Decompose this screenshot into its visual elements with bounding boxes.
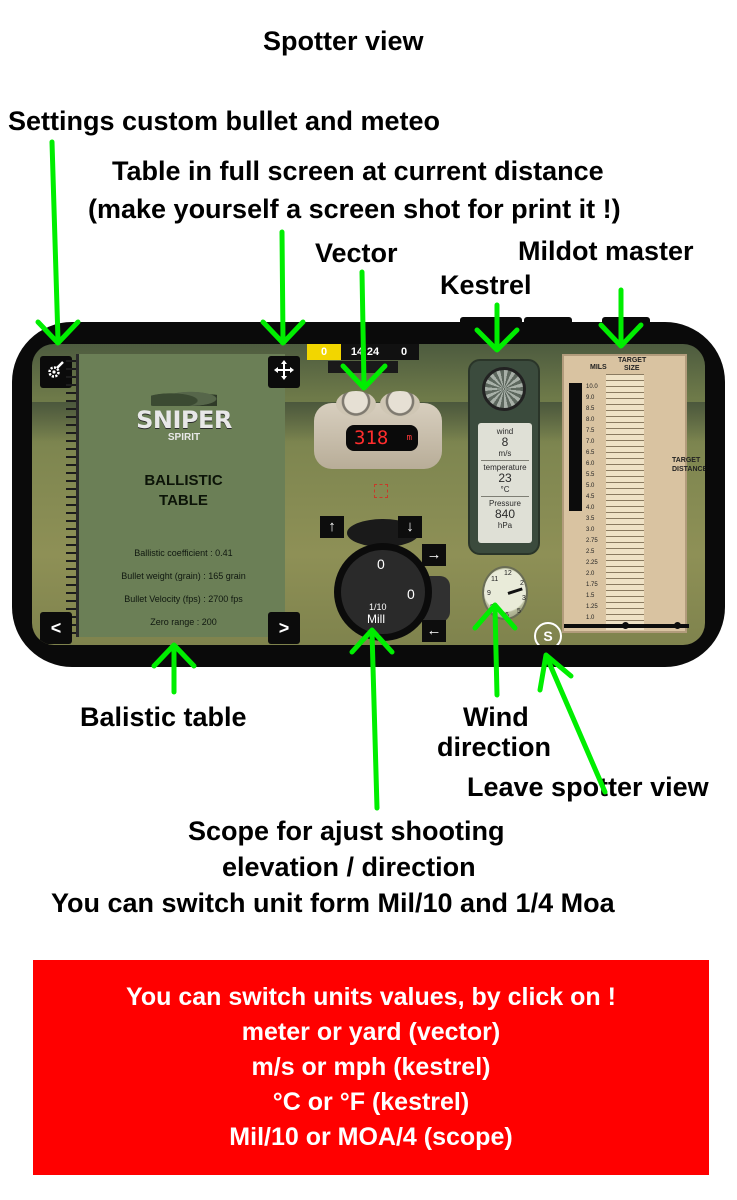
mildot-mil-tick: 7.0 [586,439,595,445]
move-arrows-icon [273,359,295,386]
label-table-full-1: Table in full screen at current distance [112,156,604,186]
mildot-mil-tick: 4.0 [586,505,595,511]
mildot-mil-tick: 9.0 [586,395,595,401]
book-prev-button[interactable]: < [40,612,72,644]
scope-windage-value: 0 [407,586,415,602]
label-wind-1: Wind [463,702,529,732]
mildot-bar [569,383,582,511]
mildot-mil-tick: 4.5 [586,494,595,500]
mildot-mil-tick: 1.0 [586,615,595,621]
leave-spotter-button[interactable]: S [534,622,562,645]
ballistic-table-book[interactable]: SNIPER SPIRIT BALLISTIC TABLE Ballistic … [76,354,285,637]
scope-elevation-value: 0 [377,556,385,572]
book-line-zero: Zero range : 200 [150,617,217,627]
vector-distance: 318 [354,427,389,449]
mildot-mil-tick: 5.0 [586,483,595,489]
gear-wrench-icon [46,360,66,385]
kestrel-wind-label: wind [496,427,514,436]
mildot-mil-tick: 1.75 [586,582,598,588]
kestrel-pressure-label: Pressure [488,499,521,508]
book-line-bc: Ballistic coefficient : 0.41 [134,548,233,558]
mildot-mil-tick: 1.25 [586,604,598,610]
mildot-mil-tick: 3.5 [586,516,595,522]
wind-direction-dial[interactable]: 12 2 3 5 6 8 9 11 [482,566,528,620]
mildot-scale[interactable] [606,374,644,630]
label-vector: Vector [315,238,398,268]
units-info-box: You can switch units values, by click on… [33,960,709,1175]
label-leave-spotter: Leave spotter view [467,772,709,802]
status-time: 14:24 [350,346,380,358]
mildot-mils-header: MILS [590,364,607,371]
mildot-mil-tick: 1.5 [586,593,595,599]
mildot-size-header: SIZE [624,365,640,372]
label-kestrel: Kestrel [440,270,532,300]
kestrel-temp-value: 23 [498,471,512,485]
mildot-side-label: TARGET DISTANCE [672,457,705,473]
mildot-mil-tick: 6.5 [586,450,595,456]
spotter-screen: 0 14:24 0 SNIPER SPIRIT BALLISTIC [32,344,705,645]
scope-up-button[interactable]: ↑ [320,516,344,538]
status-left: 0 [307,344,341,360]
kestrel-fan-icon [482,367,526,411]
kestrel-pressure-unit: hPa [497,521,513,530]
info-line-2: meter or yard (vector) [241,1018,501,1046]
scope-unit-1[interactable]: 1/10 [369,602,387,612]
mildot-mil-tick: 5.5 [586,472,595,478]
book-title-1: BALLISTIC [144,472,223,489]
mildot-mil-tick: 2.75 [586,538,598,544]
scope-left-button[interactable]: ← [422,620,446,642]
mildot-mil-tick: 2.5 [586,549,595,555]
target-marker [374,484,388,498]
book-title-2: TABLE [159,492,208,509]
label-mildot-master: Mildot master [518,236,694,266]
kestrel-wind-unit[interactable]: m/s [498,449,512,458]
mildot-mil-tick: 2.0 [586,571,595,577]
book-line-weight: Bullet weight (grain) : 165 grain [121,571,246,581]
status-sub-bar [328,361,398,373]
kestrel-meter[interactable]: wind 8 m/s temperature 23 °C Pressure 84… [468,359,540,555]
label-settings: Settings custom bullet and meteo [8,106,441,136]
fullscreen-table-button[interactable] [268,356,300,388]
label-balistic-table: Balistic table [80,702,247,732]
label-wind-2: direction [437,732,552,762]
scope-turret[interactable]: 0 0 1/10 Mill [334,543,432,641]
scope-down-button[interactable]: ↓ [398,516,422,538]
kestrel-pressure-value: 840 [494,507,516,521]
vector-unit[interactable]: m [406,433,412,443]
kestrel-screen: wind 8 m/s temperature 23 °C Pressure 84… [478,423,532,543]
scope-unit-2[interactable]: Mill [367,612,385,626]
info-line-3: m/s or mph (kestrel) [251,1053,491,1081]
mildot-mil-tick: 7.5 [586,428,595,434]
label-table-full-2: (make yourself a screen shot for print i… [88,194,621,224]
wind-needle-icon [507,587,523,595]
status-right: 0 [400,346,408,358]
info-line-5: Mil/10 or MOA/4 (scope) [229,1123,513,1151]
book-line-velocity: Bullet Velocity (fps) : 2700 fps [124,594,243,604]
mildot-mil-tick: 6.0 [586,461,595,467]
mildot-mil-tick: 2.25 [586,560,598,566]
scope-right-button[interactable]: → [422,544,446,566]
mildot-mil-tick: 8.0 [586,417,595,423]
kestrel-wind-value: 8 [501,435,509,449]
kestrel-temp-unit[interactable]: °C [500,485,510,494]
info-line-1: You can switch units values, by click on… [126,983,616,1011]
label-scope-3: You can switch unit form Mil/10 and 1/4 … [51,888,615,918]
vector-range-display[interactable]: 318 m [346,425,418,451]
mildot-mil-tick: 8.5 [586,406,595,412]
label-scope-2: elevation / direction [222,852,476,882]
label-scope-1: Scope for ajust shooting [188,816,505,846]
sniper-spirit-logo: SNIPER SPIRIT [129,384,239,444]
book-next-button[interactable]: > [268,612,300,644]
mildot-mil-tick: 10.0 [586,384,598,390]
mildot-master[interactable]: MILS TARGET SIZE 10.0 9.0 8.5 8.0 7.5 7.0 6.5 6… [562,354,705,633]
vector-rangefinder[interactable]: 318 m [314,391,442,469]
status-bar: 0 14:24 0 [307,344,419,360]
kestrel-temp-label: temperature [483,463,527,472]
mildot-target-header: TARGET [618,357,647,364]
title-spotter-view: Spotter view [263,26,424,56]
info-line-4: °C or °F (kestrel) [272,1088,470,1116]
mildot-mil-tick: 3.0 [586,527,595,533]
phone-frame: 0 14:24 0 SNIPER SPIRIT BALLISTIC [12,317,725,667]
